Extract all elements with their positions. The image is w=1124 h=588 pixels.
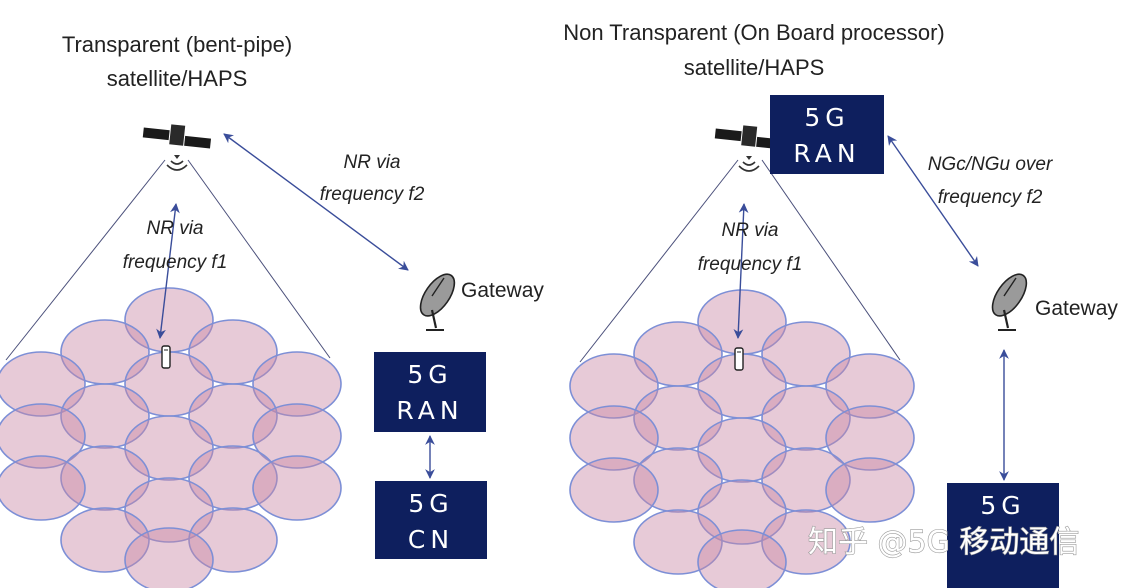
satellite-icon bbox=[142, 124, 212, 171]
beam-cell bbox=[569, 405, 659, 471]
left-cell-cluster bbox=[0, 287, 342, 588]
beam-cell bbox=[188, 445, 278, 511]
beam-cell bbox=[0, 455, 86, 521]
beam-cell bbox=[0, 351, 86, 417]
beam-cell bbox=[569, 353, 659, 419]
left-feeder-link-line2: frequency f2 bbox=[320, 184, 425, 205]
left-footprint-edge-left bbox=[5, 159, 166, 361]
right-cn-box bbox=[947, 483, 1059, 588]
beam-cell bbox=[633, 509, 723, 575]
left-feeder-link-line1: NR via bbox=[343, 152, 400, 173]
beam-cell bbox=[761, 509, 851, 575]
left-ran-line2: RAN bbox=[396, 396, 463, 425]
beam-cell bbox=[124, 477, 214, 543]
left-ran-line1: 5G bbox=[407, 360, 452, 389]
beam-cell bbox=[252, 351, 342, 417]
right-user-link-line1: NR via bbox=[721, 220, 778, 241]
left-user-link-line1: NR via bbox=[146, 218, 203, 239]
right-user-link-line2: frequency f1 bbox=[698, 254, 803, 275]
right-cn-line1: 5G bbox=[980, 491, 1025, 520]
beam-cell bbox=[697, 529, 787, 588]
beam-cell bbox=[697, 479, 787, 545]
beam-cell bbox=[60, 445, 150, 511]
beam-cell bbox=[633, 385, 723, 451]
beam-cell bbox=[761, 447, 851, 513]
beam-cell bbox=[124, 527, 214, 588]
left-gateway-label: Gateway bbox=[461, 279, 544, 302]
right-footprint-edge-right bbox=[761, 159, 901, 361]
beam-cell bbox=[252, 403, 342, 469]
left-title-line2: satellite/HAPS bbox=[107, 66, 248, 91]
beam-cell bbox=[825, 353, 915, 419]
right-title-line2: satellite/HAPS bbox=[684, 55, 825, 80]
beam-cell bbox=[825, 457, 915, 523]
mobile-phone-icon bbox=[161, 345, 171, 369]
right-ran-line2: RAN bbox=[793, 139, 860, 168]
left-ran-box bbox=[374, 352, 486, 432]
right-ran-line1: 5G bbox=[804, 103, 849, 132]
right-cell-cluster bbox=[569, 289, 915, 588]
beam-cell bbox=[633, 447, 723, 513]
left-feeder-link-arrow bbox=[223, 133, 409, 271]
beam-cell bbox=[252, 455, 342, 521]
left-panel: Transparent (bent-pipe) satellite/HAPS N… bbox=[0, 32, 544, 588]
beam-cell bbox=[0, 403, 86, 469]
left-title-line1: Transparent (bent-pipe) bbox=[62, 32, 292, 57]
beam-cell bbox=[60, 507, 150, 573]
left-cn-box bbox=[375, 481, 487, 559]
right-feeder-link-line2: frequency f2 bbox=[938, 187, 1043, 208]
beam-cell bbox=[188, 507, 278, 573]
watermark-text: 知乎 @5G 移动通信 bbox=[808, 525, 1079, 560]
left-user-link-arrow bbox=[156, 203, 180, 339]
mobile-phone-icon bbox=[734, 347, 744, 371]
left-cn-line2: CN bbox=[408, 525, 454, 554]
right-panel: Non Transparent (On Board processor) sat… bbox=[563, 20, 1118, 588]
right-onboard-ran-box bbox=[770, 95, 884, 174]
beam-cell bbox=[825, 405, 915, 471]
beam-cell bbox=[569, 457, 659, 523]
left-cn-line1: 5G bbox=[408, 489, 453, 518]
beam-cell bbox=[188, 383, 278, 449]
right-feeder-link-line1: NGc/NGu over bbox=[928, 154, 1053, 175]
beam-cell bbox=[60, 383, 150, 449]
satellite-dish-icon bbox=[991, 273, 1028, 331]
satellite-dish-icon bbox=[419, 273, 456, 331]
beam-cell bbox=[761, 385, 851, 451]
right-feeder-link-arrow bbox=[887, 135, 979, 267]
right-gateway-label: Gateway bbox=[1035, 297, 1118, 320]
right-title-line1: Non Transparent (On Board processor) bbox=[563, 20, 945, 45]
right-footprint-edge-left bbox=[579, 159, 739, 363]
left-user-link-line2: frequency f1 bbox=[123, 252, 228, 273]
right-user-link-arrow bbox=[733, 203, 749, 339]
beam-cell bbox=[124, 415, 214, 481]
beam-cell bbox=[697, 417, 787, 483]
